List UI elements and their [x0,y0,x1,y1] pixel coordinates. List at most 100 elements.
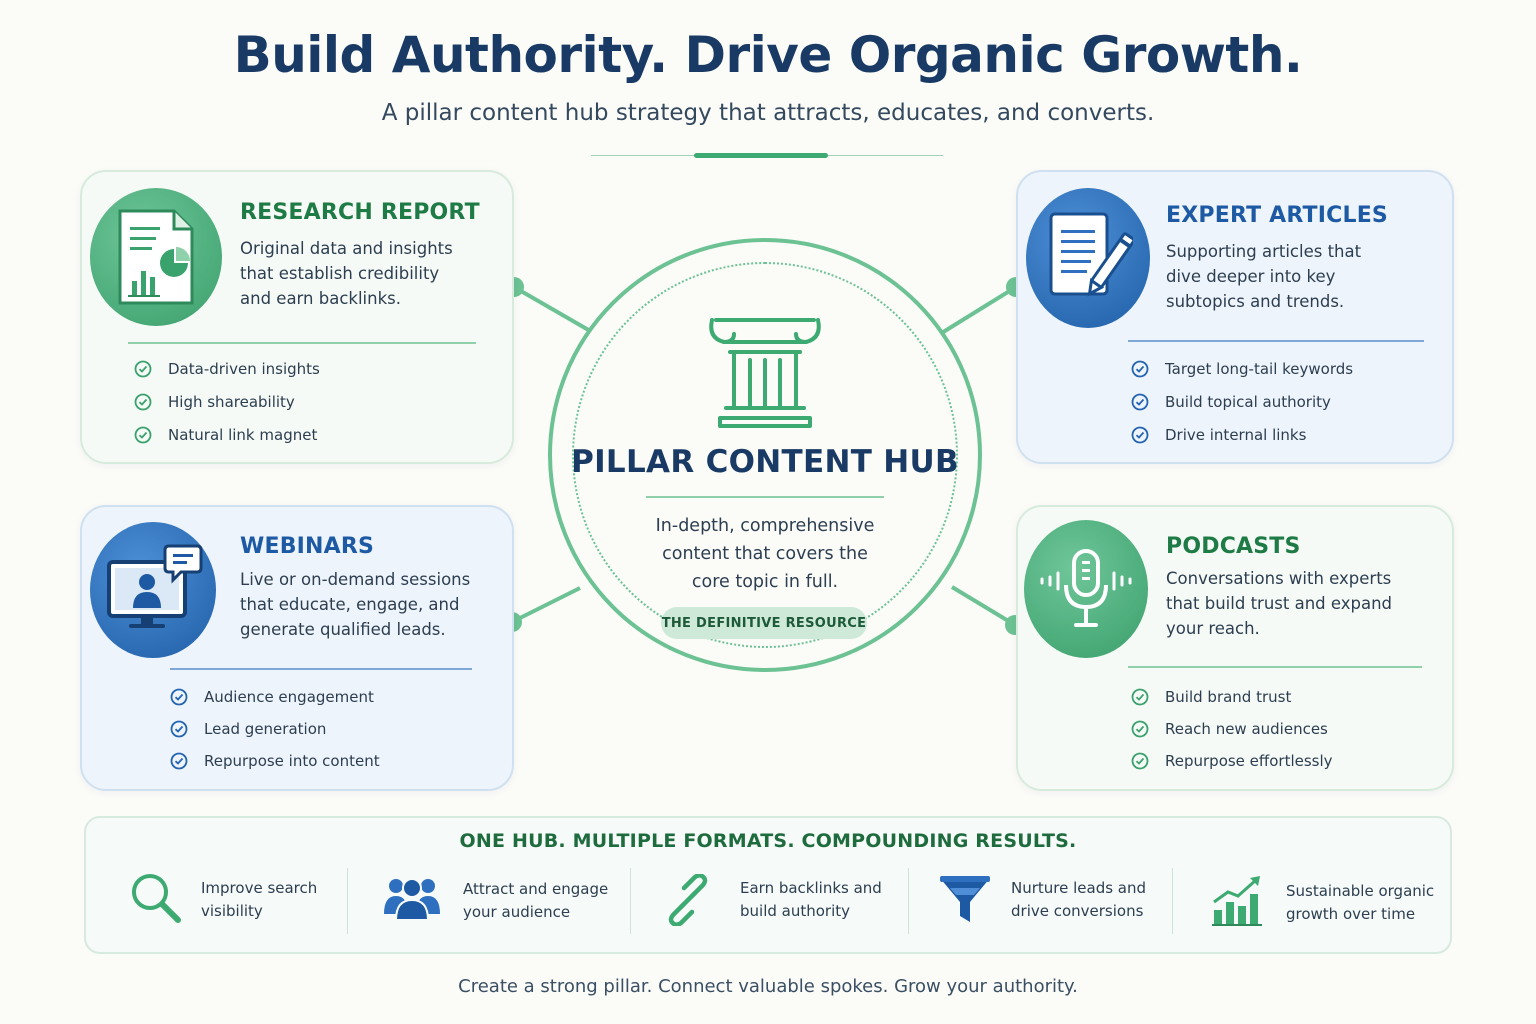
benefit-text: Attract and engage your audience [463,878,608,924]
bullet-label: Repurpose into content [204,752,380,770]
description-line: content that covers the [662,544,868,564]
check-circle-icon [1131,426,1149,444]
benefits-panel [84,816,1452,954]
description-line: and earn backlinks. [240,289,401,308]
description-line: your reach. [1166,619,1260,638]
webinars-title: WEBINARS [240,534,375,559]
definitive-resource-badge: THE DEFINITIVE RESOURCE [661,607,867,639]
hub-divider [646,496,884,498]
footer-tagline: Create a strong pillar. Connect valuable… [458,976,1078,997]
bullet-label: Repurpose effortlessly [1165,752,1333,770]
description-line: In-depth, comprehensive [655,516,875,536]
bullet-item: Audience engagement [170,688,374,706]
check-circle-icon [134,426,152,444]
benefit-text: Earn backlinks and build authority [740,877,882,923]
bullet-item: Repurpose effortlessly [1131,752,1333,770]
benefit-text: Sustainable organic growth over time [1286,880,1434,926]
hub-inner-ring [572,262,958,648]
pillar-column-icon [709,318,821,428]
bullet-item: Repurpose into content [170,752,380,770]
bullet-item: Build topical authority [1131,393,1331,411]
benefit-line: Earn backlinks and [740,879,882,897]
research-report-description: Original data and insights that establis… [240,236,453,311]
bullet-item: Drive internal links [1131,426,1306,444]
bullet-label: Build brand trust [1165,688,1292,706]
report-document-icon [90,188,222,326]
description-line: Live or on-demand sessions [240,570,471,589]
bullet-item: Natural link magnet [134,426,317,444]
check-circle-icon [1131,752,1149,770]
check-circle-icon [1131,720,1149,738]
benefits-heading: ONE HUB. MULTIPLE FORMATS. COMPOUNDING R… [459,830,1077,852]
benefit-line: growth over time [1286,905,1416,923]
webinar-monitor-icon [90,522,216,658]
benefit-line: Attract and engage [463,880,609,898]
check-circle-icon [134,360,152,378]
bullet-item: Data-driven insights [134,360,320,378]
benefit-text: Nurture leads and drive conversions [1011,877,1146,923]
benefit-separator [347,868,348,934]
bullet-item: Build brand trust [1131,688,1291,706]
header-divider-accent [694,153,828,158]
microphone-icon [1024,520,1148,658]
benefit-separator [908,868,909,934]
check-circle-icon [1131,393,1149,411]
description-line: core topic in full. [691,572,839,592]
description-line: subtopics and trends. [1166,292,1345,311]
page-subtitle: A pillar content hub strategy that attra… [381,100,1155,126]
description-line: that build trust and expand [1166,594,1393,613]
check-circle-icon [170,688,188,706]
description-line: Conversations with experts [1166,569,1392,588]
check-circle-icon [1131,688,1149,706]
description-line: generate qualified leads. [240,620,446,639]
hub-title: PILLAR CONTENT HUB [571,444,959,480]
bullet-label: Reach new audiences [1165,720,1328,738]
audience-icon [384,878,440,921]
check-circle-icon [170,752,188,770]
benefit-line: visibility [201,902,263,920]
bullet-item: High shareability [134,393,295,411]
search-icon [132,874,181,923]
bullet-item: Target long-tail keywords [1131,360,1353,378]
hub-description: In-depth, comprehensive content that cov… [600,512,930,596]
description-line: Supporting articles that [1166,242,1362,261]
card-divider [1128,666,1422,668]
benefit-line: drive conversions [1011,902,1144,920]
expert-articles-title: EXPERT ARTICLES [1166,203,1388,228]
benefit-text: Improve search visibility [201,877,317,923]
check-circle-icon [170,720,188,738]
card-divider [128,342,476,344]
podcasts-title: PODCASTS [1166,534,1301,559]
bullet-label: Audience engagement [204,688,374,706]
research-report-title: RESEARCH REPORT [240,200,480,225]
description-line: dive deeper into key [1166,267,1336,286]
benefit-separator [1172,868,1173,934]
bullet-label: Natural link magnet [168,426,318,444]
description-line: that educate, engage, and [240,595,460,614]
check-circle-icon [134,393,152,411]
description-line: Original data and insights [240,239,453,258]
webinars-description: Live or on-demand sessions that educate,… [240,567,470,642]
bullet-label: Drive internal links [1165,426,1307,444]
bullet-label: Data-driven insights [168,360,320,378]
benefit-line: Sustainable organic [1286,882,1435,900]
bullet-item: Reach new audiences [1131,720,1328,738]
growth-chart-icon [1212,876,1262,926]
card-divider [170,668,472,670]
podcasts-description: Conversations with experts that build tr… [1166,566,1392,641]
link-icon [668,874,708,926]
expert-articles-description: Supporting articles that dive deeper int… [1166,239,1361,314]
bullet-label: Build topical authority [1165,393,1331,411]
page-title: Build Authority. Drive Organic Growth. [233,26,1303,84]
bullet-label: Target long-tail keywords [1165,360,1354,378]
article-pencil-icon [1026,188,1150,328]
benefit-line: build authority [740,902,851,920]
benefit-line: Nurture leads and [1011,879,1147,897]
benefit-line: Improve search [201,879,318,897]
bullet-label: High shareability [168,393,295,411]
card-divider [1128,340,1424,342]
bullet-item: Lead generation [170,720,326,738]
funnel-icon [940,876,990,922]
benefit-line: your audience [463,903,571,921]
benefit-separator [630,868,631,934]
